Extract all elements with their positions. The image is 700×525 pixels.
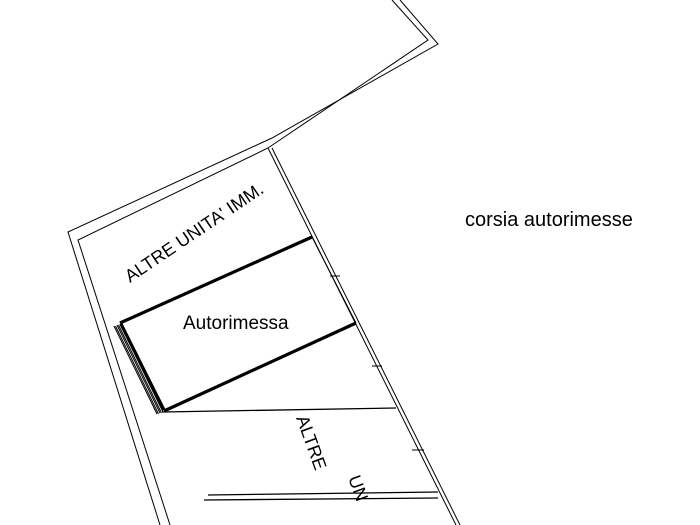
garage-label: Autorimessa bbox=[183, 313, 289, 334]
corridor-wall bbox=[267, 147, 461, 525]
garage-unit-outline bbox=[119, 235, 357, 413]
other-units-label-top: ALTRE UNITA' IMM. bbox=[121, 179, 267, 287]
other-units-label-mid: ALTRE bbox=[292, 413, 330, 473]
corridor-label: corsia autorimesse bbox=[465, 209, 633, 231]
unit-partitions bbox=[161, 407, 439, 501]
hatched-wall bbox=[113, 323, 164, 415]
